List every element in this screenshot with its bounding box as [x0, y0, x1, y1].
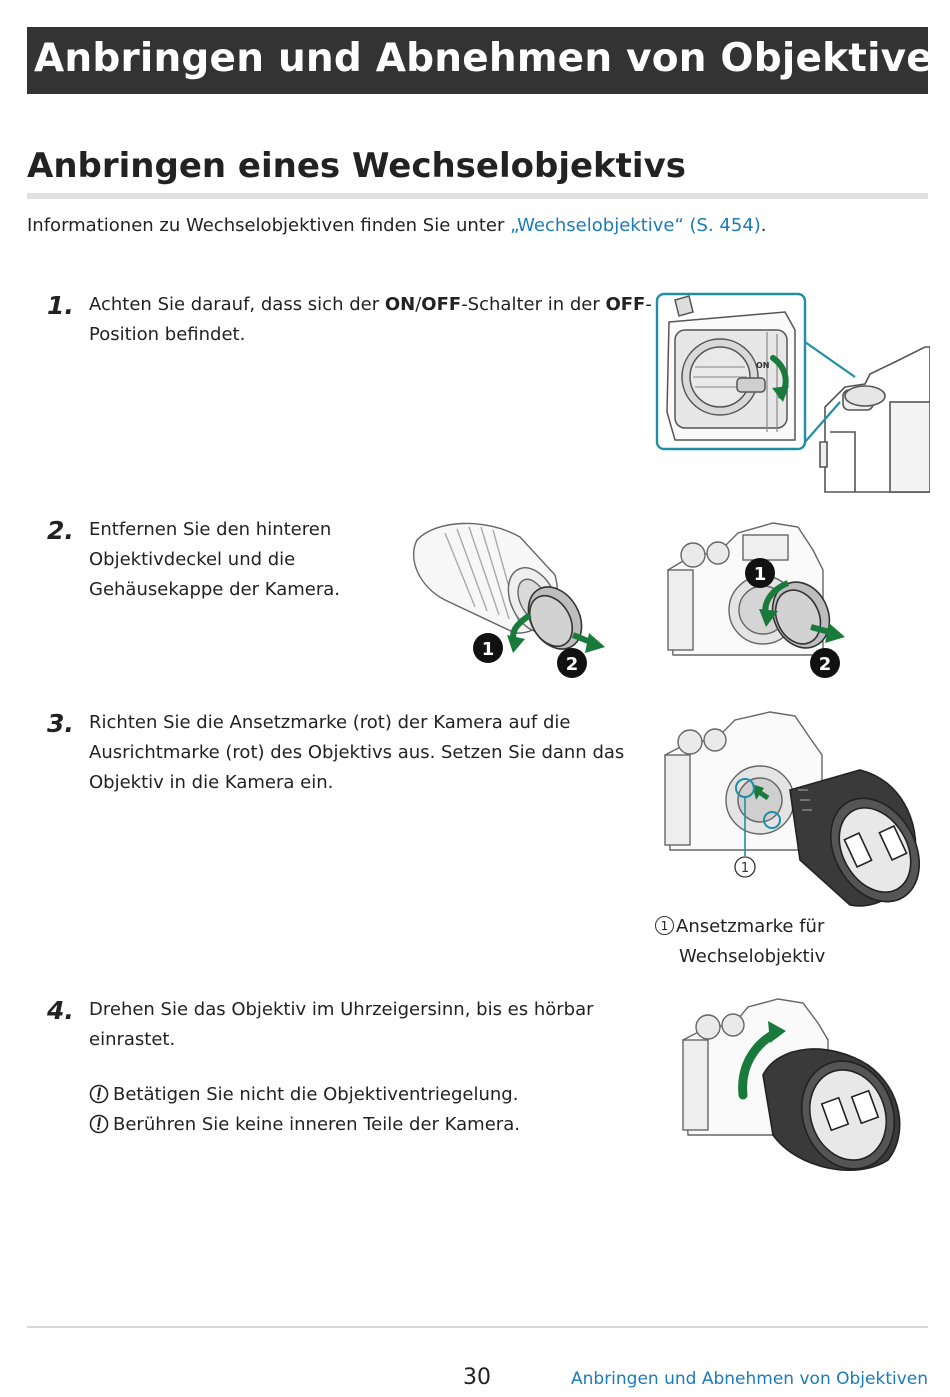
- index-mark-callout: 1: [741, 861, 749, 876]
- intro-suffix: .: [760, 215, 767, 236]
- step-4-line: Drehen Sie das Objektiv im Uhrzeigersinn…: [89, 999, 594, 1020]
- body-cap-illustration: 1 2: [667, 522, 845, 678]
- step-4-text: Drehen Sie das Objektiv im Uhrzeigersinn…: [89, 995, 609, 1055]
- page-number: 30: [463, 1365, 491, 1390]
- caption-number: 1: [655, 916, 674, 935]
- on-switch-label: ON: [756, 361, 770, 370]
- step-1-off-label-2: OFF: [605, 294, 646, 315]
- step-1-on-label: ON: [384, 294, 416, 315]
- footer-divider: [27, 1326, 928, 1328]
- step-1-number: 1.: [47, 291, 74, 320]
- step-1-slash: /: [415, 294, 422, 315]
- body-cap-marker-1: 1: [754, 564, 767, 585]
- footer-chapter-link[interactable]: Anbringen und Abnehmen von Objektiven: [571, 1369, 928, 1389]
- step-1-text-mid: -Schalter in der: [461, 294, 606, 315]
- rear-lens-cap-illustration: 1 2: [412, 522, 605, 678]
- intro-text: Informationen zu Wechselobjektiven finde…: [27, 215, 511, 236]
- step-1-text-post: -: [645, 294, 652, 315]
- body-cap-marker-2: 2: [819, 654, 832, 675]
- intro-paragraph: Informationen zu Wechselobjektiven finde…: [27, 212, 767, 239]
- mount-lens-illustration: 1: [664, 711, 921, 907]
- step-2-line: Gehäusekappe der Kamera.: [89, 579, 341, 600]
- step-2-text: Entfernen Sie den hinteren Objektivdecke…: [89, 515, 389, 605]
- chapter-title: Anbringen und Abnehmen von Objektiven: [34, 36, 950, 81]
- caution-text: Betätigen Sie nicht die Objektiventriege…: [113, 1084, 519, 1105]
- caption-line-2: Wechselobjektiv: [679, 946, 826, 967]
- step-3-line: Richten Sie die Ansetzmarke (rot) der Ka…: [89, 712, 571, 733]
- step-1-text-pre: Achten Sie darauf, dass sich der: [89, 294, 385, 315]
- section-divider: [27, 193, 928, 199]
- chapter-header-bar: Anbringen und Abnehmen von Objektiven: [27, 27, 950, 94]
- lenses-page-link[interactable]: „Wechselobjektive“ (S. 454): [510, 215, 761, 236]
- step-4-line: einrastet.: [89, 1029, 176, 1050]
- section-title: Anbringen eines Wechselobjektivs: [27, 146, 686, 186]
- caution-text: Berühren Sie keine inneren Teile der Kam…: [113, 1114, 520, 1135]
- step-3-text: Richten Sie die Ansetzmarke (rot) der Ka…: [89, 708, 629, 798]
- lens-cap-marker-2: 2: [566, 654, 579, 675]
- power-switch-illustration: ON: [655, 292, 930, 493]
- caption-line-1: Ansetzmarke für: [676, 916, 825, 937]
- caution-note: Betätigen Sie nicht die Objektiventriege…: [89, 1080, 518, 1110]
- caution-icon: [89, 1084, 109, 1104]
- step-2-line: Objektivdeckel und die: [89, 549, 296, 570]
- step-3-line: Objektiv in die Kamera ein.: [89, 772, 334, 793]
- step-3-line: Ausrichtmarke (rot) des Objektivs aus. S…: [89, 742, 625, 763]
- step-3-number: 3.: [47, 709, 74, 738]
- lens-cap-marker-1: 1: [482, 639, 495, 660]
- caution-note: Berühren Sie keine inneren Teile der Kam…: [89, 1110, 520, 1140]
- step-1-text: Achten Sie darauf, dass sich der ON/OFF-…: [89, 290, 652, 350]
- step-1-off-label: OFF: [421, 294, 462, 315]
- caution-icon: [89, 1114, 109, 1134]
- step-2-number: 2.: [47, 516, 74, 545]
- step-2-line: Entfernen Sie den hinteren: [89, 519, 332, 540]
- step-4-number: 4.: [47, 996, 74, 1025]
- rotate-lens-illustration: [682, 998, 901, 1171]
- step-1-text-line2: Position befindet.: [89, 324, 246, 345]
